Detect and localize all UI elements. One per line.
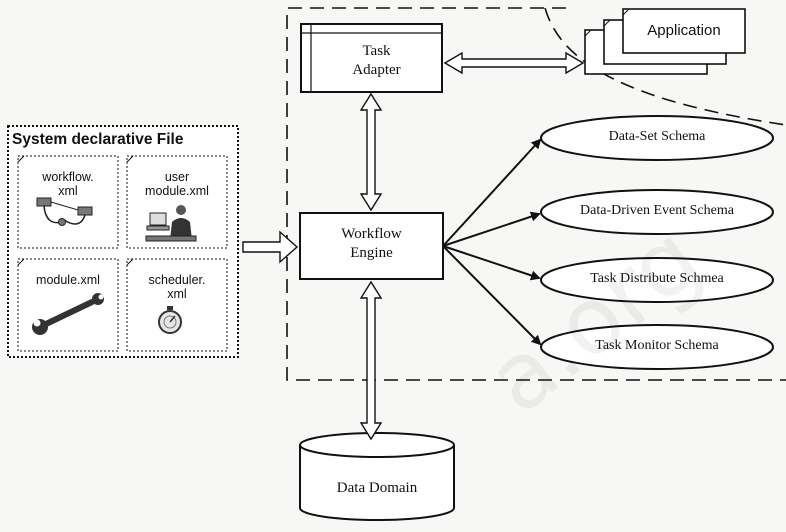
schema-label-task-monitor: Task Monitor Schema (595, 338, 719, 353)
schema-label-data-driven-event: Data-Driven Event Schema (580, 203, 734, 218)
application-stack (584, 8, 746, 75)
card-label-workflow-xml: workflow. xml (42, 170, 94, 198)
system-file-title: System declarative File (12, 131, 184, 148)
task-adapter-box (300, 23, 443, 93)
card-label-scheduler-xml: scheduler. xml (148, 273, 206, 301)
arrow-engine-to-task-monitor-schema (442, 245, 542, 346)
system-boundary (286, 7, 786, 381)
ellipse-data-driven-event-schema (540, 189, 774, 235)
schema-label-data-set: Data-Set Schema (608, 129, 706, 144)
task-adapter-label: Task Adapter (352, 43, 401, 78)
arrow-engine-to-data-set-schema (442, 138, 542, 247)
arrow-system-file-to-engine (242, 230, 299, 264)
card-label-module-xml: module.xml (36, 273, 100, 287)
arrow-engine-to-data-driven-event-schema (442, 211, 541, 247)
arrow-adapter-to-application (443, 51, 585, 75)
workflow-engine-label: Workflow Engine (341, 226, 402, 261)
stopwatch-icon (158, 306, 182, 334)
data-domain-cylinder (299, 432, 455, 521)
workflow-engine-box (299, 212, 444, 280)
card-label-user-module-xml: user module.xml (145, 170, 209, 198)
schema-label-task-distribute: Task Distribute Schmea (590, 271, 724, 286)
arrow-engine-to-task-distribute-schmea (442, 245, 541, 281)
arrow-adapter-to-engine (359, 92, 383, 212)
workflow-diagram-icon (36, 197, 93, 226)
card-module (17, 258, 119, 352)
card-workflow (17, 155, 119, 249)
wrench-icon (32, 293, 104, 335)
ellipse-task-distribute-schmea (540, 257, 774, 303)
arrow-engine-to-data-domain (359, 280, 383, 441)
ellipse-task-monitor-schema (540, 324, 774, 370)
application-label: Application (647, 22, 721, 39)
ellipse-data-set-schema (540, 115, 774, 161)
card-scheduler (126, 258, 228, 352)
data-domain-label: Data Domain (336, 480, 418, 496)
user-at-computer-icon (145, 205, 197, 242)
